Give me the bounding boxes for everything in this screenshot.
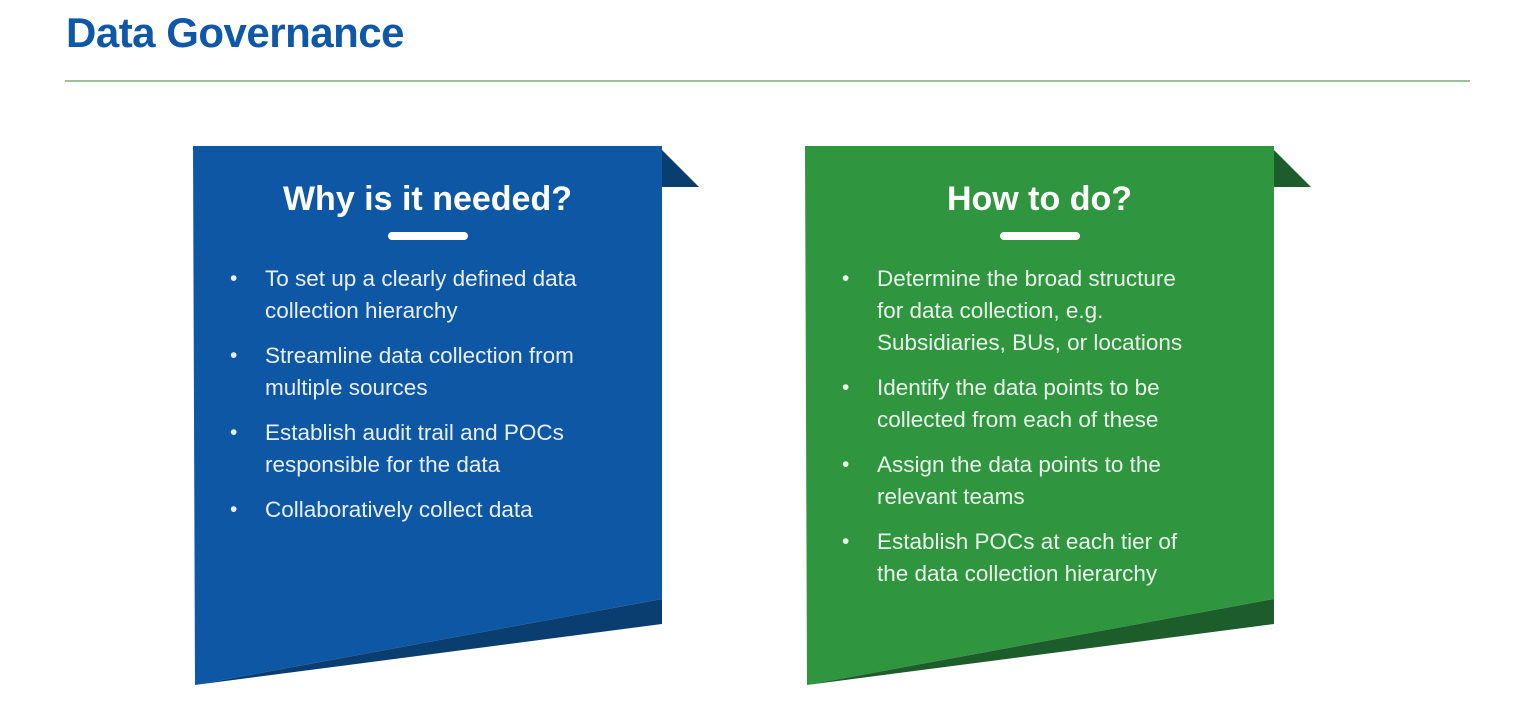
bullet-item: Establish audit trail and POCs responsib…	[230, 417, 634, 481]
bullet-item: Collaboratively collect data	[230, 494, 634, 526]
bullet-item: Streamline data collection from multiple…	[230, 340, 634, 404]
card-why-corner-fold	[662, 150, 699, 187]
card-how-title-underline	[999, 232, 1080, 240]
card-why-content: Why is it needed? To set up a clearly de…	[193, 146, 662, 685]
bullet-item: Assign the data points to the relevant t…	[842, 449, 1246, 513]
title-divider	[65, 80, 1470, 82]
card-how-content: How to do? Determine the broad structure…	[805, 146, 1274, 685]
card-how-bullet-list: Determine the broad structure for data c…	[805, 263, 1274, 590]
bullet-item: To set up a clearly defined data collect…	[230, 263, 634, 327]
card-why-is-it-needed: Why is it needed? To set up a clearly de…	[193, 146, 699, 685]
card-why-title-underline	[387, 232, 468, 240]
bullet-item: Identify the data points to be collected…	[842, 372, 1246, 436]
bullet-item: Determine the broad structure for data c…	[842, 263, 1246, 359]
bullet-item: Establish POCs at each tier of the data …	[842, 526, 1246, 590]
card-how-corner-fold	[1274, 150, 1311, 187]
card-why-title: Why is it needed?	[282, 180, 573, 218]
card-how-to-do: How to do? Determine the broad structure…	[805, 146, 1311, 685]
card-how-title: How to do?	[946, 180, 1133, 218]
card-why-bullet-list: To set up a clearly defined data collect…	[193, 263, 662, 526]
page-title: Data Governance	[66, 9, 404, 56]
